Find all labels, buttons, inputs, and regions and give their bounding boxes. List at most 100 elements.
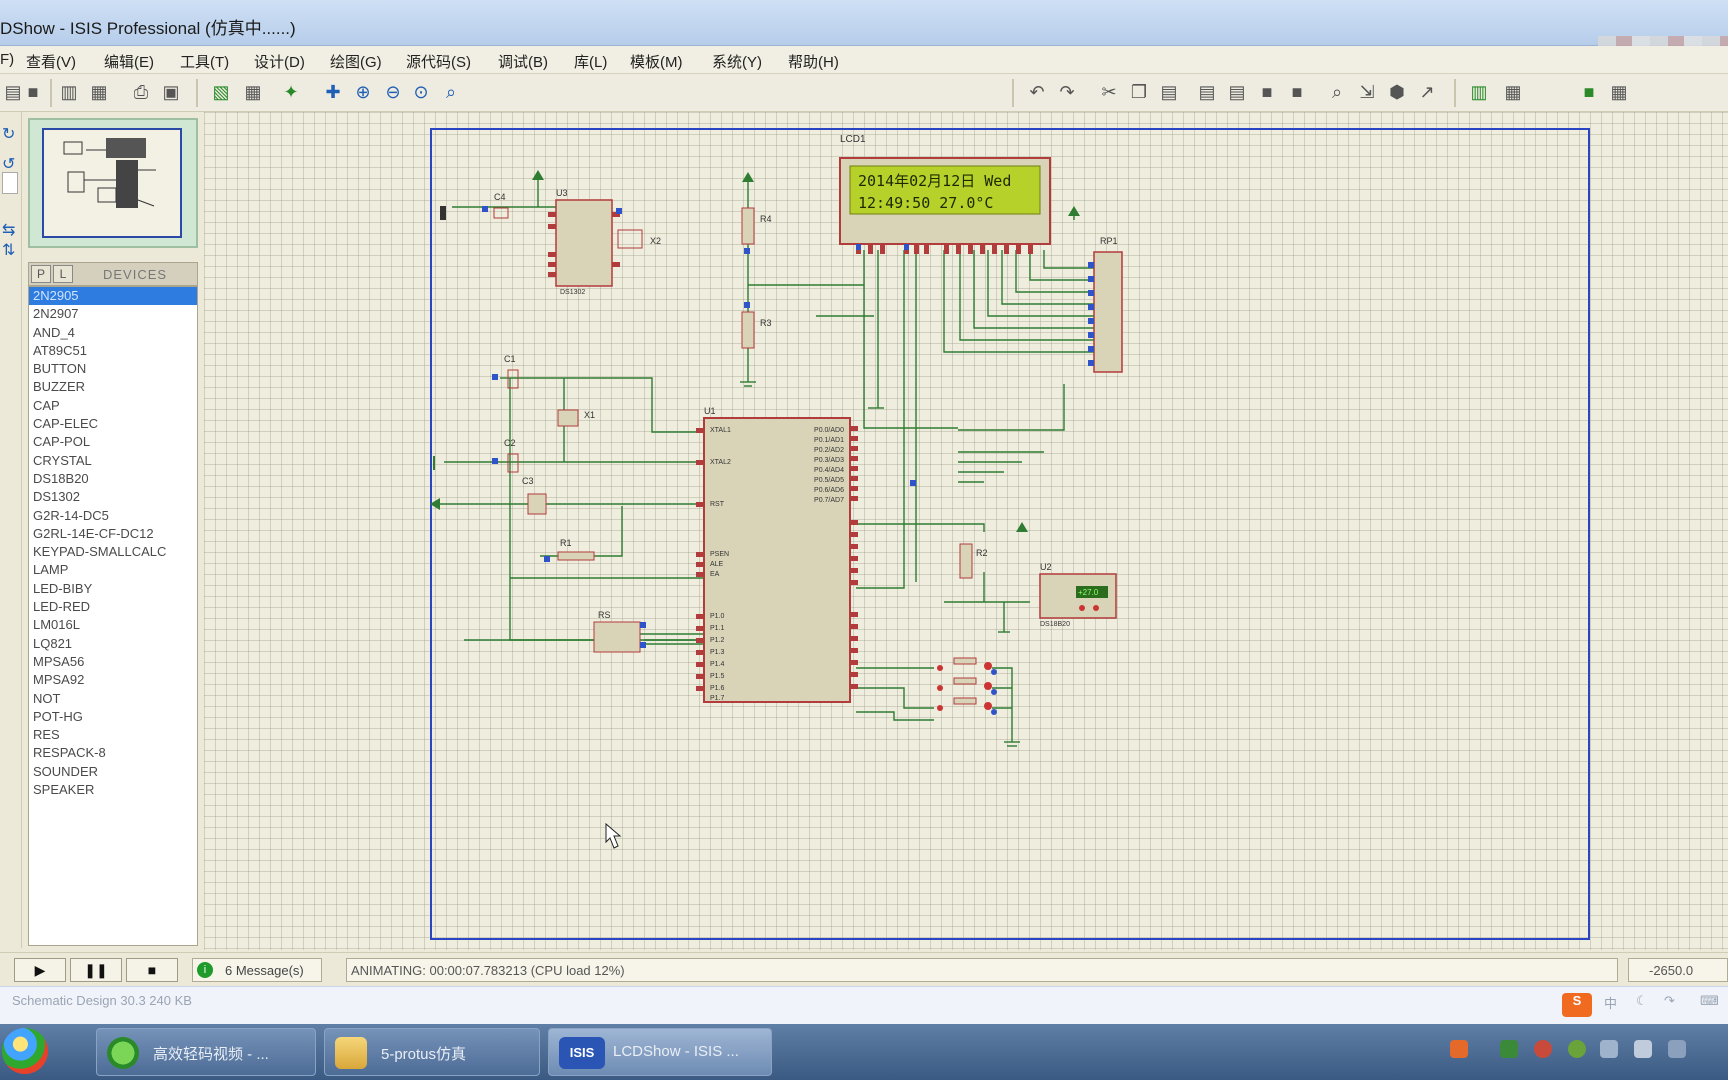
block-copy-icon[interactable]: ▤ [1198,82,1216,102]
schematic-canvas[interactable] [204,112,1728,950]
taskbar-item-browser[interactable]: 高效轻码视频 - ... [96,1028,316,1076]
device-list-item[interactable]: G2R-14-DC5 [33,507,109,523]
play-button[interactable]: ▶ [14,958,66,982]
redo-icon[interactable]: ↷ [1059,82,1075,102]
decompose-icon[interactable]: ↗ [1419,82,1435,102]
zoom-out-icon[interactable]: ⊖ [385,82,401,102]
package-tool-icon[interactable]: ⬢ [1389,82,1405,102]
netlist-icon[interactable]: ■ [1583,82,1595,102]
device-list-item[interactable]: CAP [33,397,60,413]
property-icon[interactable]: ▦ [1610,82,1628,102]
device-list-item[interactable]: CRYSTAL [33,452,92,468]
refresh-icon[interactable]: ▧ [212,82,230,102]
pan-icon[interactable]: ✚ [325,82,341,102]
zoom-in-icon[interactable]: ⊕ [355,82,371,102]
mirror-x-icon[interactable]: ⇆ [2,222,16,239]
device-list-item[interactable]: RES [33,727,60,743]
device-list-item[interactable]: BUTTON [33,361,87,377]
schematic-drawing[interactable]: 2014年02月12日 Wed 12:49:50 27.0°C LCD1 RP1 [204,112,1728,950]
menu-edit[interactable]: 编辑(E) [104,54,154,71]
tray-qq-icon[interactable] [1534,1040,1552,1058]
tray-security-icon[interactable] [1568,1040,1586,1058]
start-button[interactable] [2,1028,48,1074]
pick-device-icon[interactable]: ⌕ [1331,82,1343,102]
device-list-item[interactable]: LAMP [33,562,69,578]
menu-tools[interactable]: 工具(T) [180,54,230,71]
messages-box[interactable]: i 6 Message(s) [192,958,322,982]
menu-design[interactable]: 设计(D) [254,54,305,71]
device-list-item[interactable]: POT-HG [33,708,83,724]
ime-sogou-icon[interactable]: S [1562,993,1592,1017]
device-list-item[interactable]: MPSA56 [33,653,85,669]
menu-graph[interactable]: 绘图(G) [330,54,382,71]
menu-debug[interactable]: 调试(B) [498,54,548,71]
tray-volume-icon[interactable] [1668,1040,1686,1058]
push-buttons[interactable] [937,657,997,715]
tray-device-icon[interactable] [1634,1040,1652,1058]
device-list-item[interactable]: G2RL-14E-CF-DC12 [33,525,154,541]
cut-icon[interactable]: ✂ [1101,82,1117,102]
device-list-item[interactable]: CAP-ELEC [33,416,99,432]
menu-help[interactable]: 帮助(H) [788,54,839,71]
taskbar-item-isis[interactable]: ISIS LCDShow - ISIS ... [548,1028,772,1076]
undo-icon[interactable]: ↶ [1029,82,1045,102]
taskbar-item-folder[interactable]: 5-protus仿真 [324,1028,540,1076]
library-tab[interactable]: L [53,265,73,283]
block-delete-icon[interactable]: ■ [1291,82,1303,102]
menu-library[interactable]: 库(L) [574,54,608,71]
menu-source[interactable]: 源代码(S) [406,54,471,71]
print-area-icon[interactable]: ▣ [162,82,180,102]
device-list-item[interactable]: KEYPAD-SMALLCALC [33,544,167,560]
block-rotate-icon[interactable]: ■ [1261,82,1273,102]
tray-signal-icon[interactable] [1600,1040,1618,1058]
block-move-icon[interactable]: ▤ [1228,82,1246,102]
rotate-ccw-icon[interactable]: ↺ [2,156,16,173]
menu-view[interactable]: 查看(V) [26,54,76,71]
device-list-item[interactable]: BUZZER [33,379,85,395]
make-device-icon[interactable]: ⇲ [1359,82,1375,102]
ime-moon-icon[interactable]: ☾ [1636,993,1648,1008]
open-icon[interactable]: ▤ [4,82,22,102]
pick-device-tab[interactable]: P [31,265,51,283]
wire-autorouter-icon[interactable]: ▥ [1470,82,1488,102]
save-icon[interactable]: ■ [27,82,39,102]
rotate-cw-icon[interactable]: ↻ [2,126,16,143]
device-list-item[interactable]: LED-BIBY [33,580,93,596]
device-list-item[interactable]: NOT [33,690,61,706]
overview-sheet[interactable] [42,128,182,238]
device-list-item[interactable]: LM016L [33,617,80,633]
menu-system[interactable]: 系统(Y) [712,54,762,71]
device-list-item[interactable]: LED-RED [33,599,91,615]
device-list-item[interactable]: RESPACK-8 [33,745,106,761]
device-list-item[interactable]: CAP-POL [33,434,91,450]
ime-keyboard-icon[interactable]: ⌨ [1700,993,1719,1008]
device-list-item[interactable]: DS18B20 [33,470,89,486]
device-list-item[interactable]: SOUNDER [33,763,99,779]
paste-icon[interactable]: ▤ [1160,82,1178,102]
grid-icon[interactable]: ▦ [244,82,262,102]
menu-template[interactable]: 模板(M) [630,54,683,71]
print-icon[interactable]: ⎙ [133,82,149,102]
device-list-item[interactable]: 2N2905 [29,287,197,306]
device-list-item[interactable]: MPSA92 [33,672,85,688]
overview-panel[interactable] [28,118,198,248]
import-icon[interactable]: ▥ [60,82,78,102]
zoom-all-icon[interactable]: ⊙ [413,82,429,102]
tray-app-icon[interactable] [1450,1040,1468,1058]
device-list-item[interactable]: AT89C51 [33,342,87,358]
device-list-item[interactable]: DS1302 [33,489,80,505]
device-list-item[interactable]: AND_4 [33,324,75,340]
pause-button[interactable]: ❚❚ [70,958,122,982]
copy-icon[interactable]: ❐ [1130,82,1148,102]
device-list-item[interactable]: 2N2907 [33,306,79,322]
search-tag-icon[interactable]: ▦ [1504,82,1522,102]
ime-punct-icon[interactable]: ↷ [1664,993,1675,1008]
ime-language-indicator[interactable]: 中 [1604,996,1618,1011]
tray-network-icon[interactable] [1500,1040,1518,1058]
menu-file[interactable]: F) [0,51,15,68]
device-list-item[interactable]: SPEAKER [33,782,95,798]
stop-button[interactable]: ■ [126,958,178,982]
origin-icon[interactable]: ✦ [283,82,299,102]
export-icon[interactable]: ▦ [90,82,108,102]
